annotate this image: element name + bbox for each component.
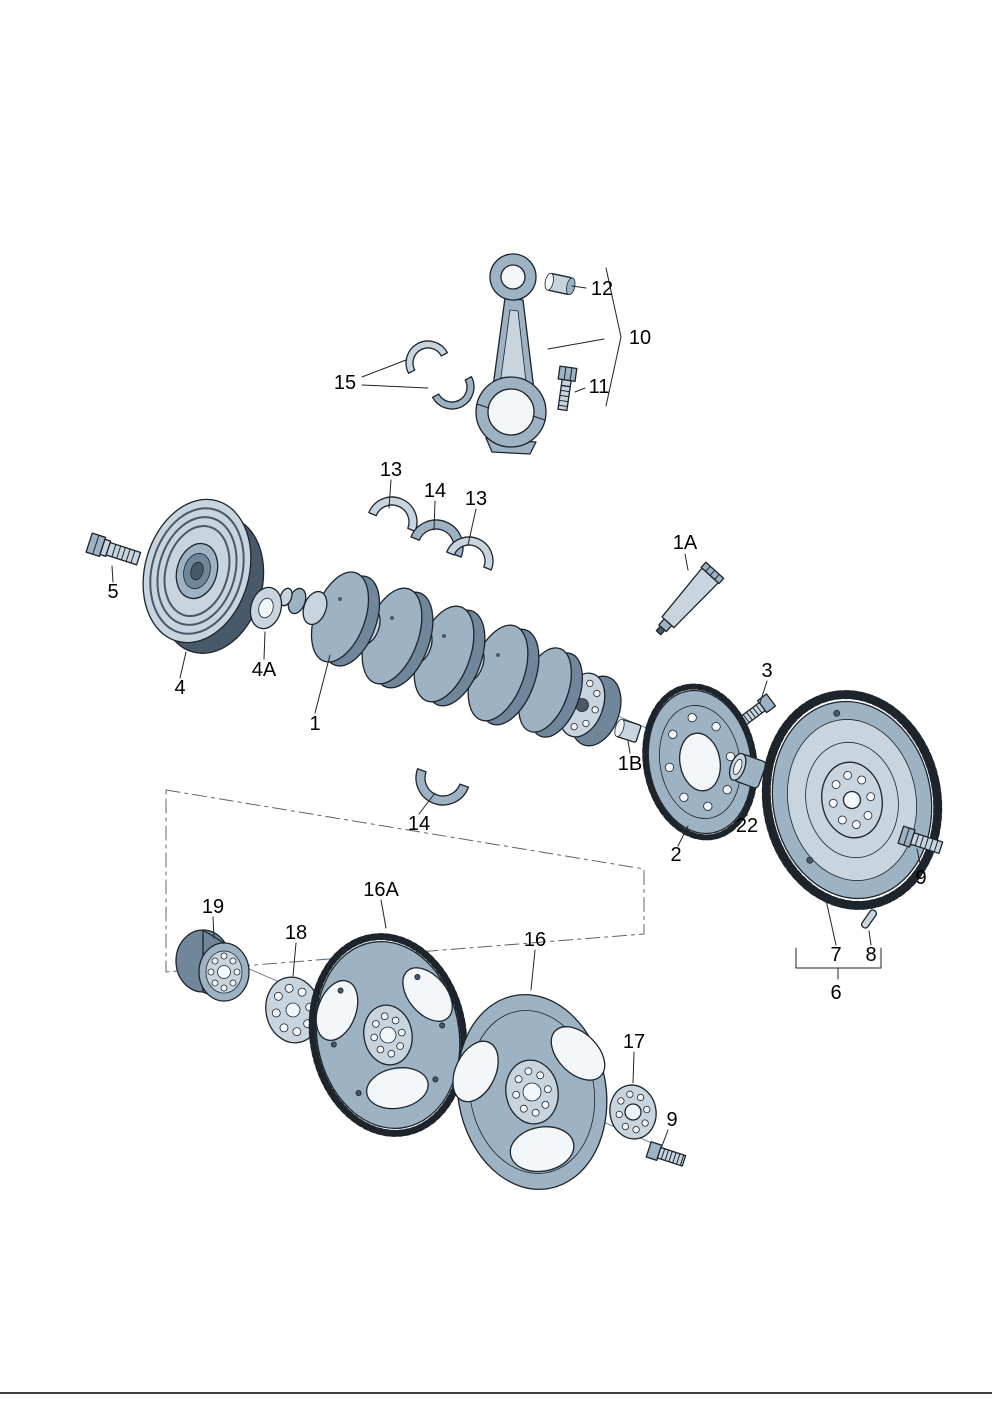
callout-5[interactable]: 5: [107, 581, 118, 603]
needle-bushing-illustration: [728, 752, 767, 789]
page-footer-rule: [0, 1392, 992, 1394]
main-bearing-shell-upper-illustration: [410, 519, 464, 558]
callout-6[interactable]: 6: [830, 982, 841, 1004]
flywheel-illustration: [761, 690, 943, 910]
callout-4[interactable]: 4: [174, 677, 185, 699]
callout-9-flywheel[interactable]: 9: [915, 867, 926, 889]
callout-12[interactable]: 12: [591, 278, 613, 300]
callout-9-driveplate[interactable]: 9: [666, 1109, 677, 1131]
hub-cylinder-illustration: [175, 929, 250, 1002]
flywheel-bolt-illustration: [897, 825, 944, 855]
callout-4a[interactable]: 4A: [252, 659, 277, 681]
callout-14-upper[interactable]: 14: [424, 480, 446, 502]
callout-19[interactable]: 19: [202, 896, 224, 918]
callout-14-lower[interactable]: 14: [408, 813, 430, 835]
piston-pin-bushing-illustration: [544, 272, 576, 296]
sprocket-bolt-illustration: [739, 693, 777, 726]
callout-2[interactable]: 2: [670, 844, 681, 866]
callout-18[interactable]: 18: [285, 922, 307, 944]
spacer-washer-illustration: [249, 586, 283, 630]
dowel-pin-illustration: [860, 909, 878, 929]
callout-15[interactable]: 15: [334, 372, 356, 394]
callout-17[interactable]: 17: [623, 1031, 645, 1053]
connecting-rod-illustration: [475, 253, 547, 455]
callout-7[interactable]: 7: [830, 944, 841, 966]
variant-group-box: [165, 789, 645, 973]
drive-plate-illustration: [452, 993, 608, 1191]
pulley-bolt-illustration: [85, 532, 142, 566]
thrust-washer-upper-b-illustration: [446, 536, 494, 571]
callout-16[interactable]: 16: [524, 929, 546, 951]
rod-bearing-shells-illustration: [405, 340, 475, 410]
belt-pulley-illustration: [142, 498, 265, 654]
callout-1a[interactable]: 1A: [673, 532, 698, 554]
callouts: 12 10 15 11 13 14 13 1A 5 4A 4 3 1 1B 14…: [107, 278, 926, 1131]
callout-11[interactable]: 11: [589, 376, 610, 398]
sprocket-illustration: [642, 683, 758, 841]
flywheel-bolt-hole-pattern: [828, 770, 876, 830]
thrust-washer-upper-a-illustration: [368, 496, 418, 533]
callout-3[interactable]: 3: [761, 660, 772, 682]
callout-8[interactable]: 8: [865, 944, 876, 966]
leader-lines: [111, 267, 922, 1147]
crankshaft-illustration: [279, 571, 622, 747]
callout-13-b[interactable]: 13: [465, 488, 487, 510]
drive-plate-rivet-pattern: [330, 974, 446, 1096]
drive-plate-ring-gear-hole-pattern: [370, 1012, 406, 1058]
drive-plate-ring-gear-illustration: [308, 933, 468, 1137]
sprocket-hole-pattern: [664, 713, 736, 811]
main-bearing-shell-lower-illustration: [415, 768, 470, 806]
spacer-ring-hole-pattern: [615, 1090, 651, 1134]
callout-13-a[interactable]: 13: [380, 459, 402, 481]
pilot-bushing-illustration: [614, 718, 642, 743]
callout-22[interactable]: 22: [736, 815, 758, 837]
rod-bolt-illustration: [557, 365, 578, 412]
hub-cylinder-hole-pattern: [207, 952, 241, 992]
callout-16a[interactable]: 16A: [363, 879, 399, 901]
callout-1[interactable]: 1: [309, 713, 320, 735]
callout-1b[interactable]: 1B: [618, 753, 642, 775]
callout-10[interactable]: 10: [629, 327, 651, 349]
spacer-ring-illustration: [609, 1084, 657, 1140]
drive-plate-bolt-illustration: [645, 1141, 687, 1167]
drive-plate-hole-pattern: [512, 1067, 552, 1117]
sealant-tube-illustration: [655, 561, 725, 636]
